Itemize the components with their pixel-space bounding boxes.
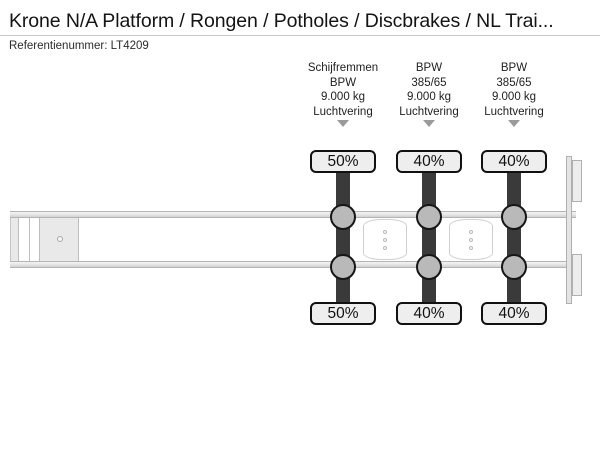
axle-bar-3 bbox=[507, 151, 521, 319]
axle-spec-1-line-4: Luchtvering bbox=[313, 105, 373, 118]
rear-underrun-bar bbox=[566, 156, 572, 304]
header-divider bbox=[0, 35, 600, 36]
hanger-hole-2-1 bbox=[469, 230, 473, 234]
axle-spec-1-line-3: 9.000 kg bbox=[320, 91, 366, 104]
axle-2 bbox=[416, 151, 442, 319]
axle-spec-3: BPW 385/65 9.000 kg Luchtvering bbox=[466, 61, 562, 128]
hanger-hole-1-2 bbox=[383, 238, 387, 242]
axle-pointer-down-icon-1 bbox=[337, 120, 349, 128]
axle-spec-2-line-3: 9.000 kg bbox=[406, 91, 452, 104]
axle-spec-2-line-1: BPW bbox=[415, 62, 443, 74]
brake-wear-badge-2-bottom: 40% bbox=[396, 302, 462, 325]
kingpin-hole-icon bbox=[57, 236, 63, 242]
wheel-2-top bbox=[416, 204, 442, 230]
wheel-1-top bbox=[330, 204, 356, 230]
chassis-rail-bottom bbox=[10, 261, 576, 268]
wheel-2-bottom bbox=[416, 254, 442, 280]
suspension-hanger-1 bbox=[363, 219, 407, 260]
wheel-1-bottom bbox=[330, 254, 356, 280]
hanger-hole-2-3 bbox=[469, 246, 473, 250]
brake-wear-badge-2-top: 40% bbox=[396, 150, 462, 173]
brake-wear-badge-3-bottom: 40% bbox=[481, 302, 547, 325]
axle-1 bbox=[330, 151, 356, 319]
chassis-side-view: 50% 40% 40% 50% 40% 40% bbox=[0, 56, 600, 450]
neck-front-edge bbox=[11, 218, 18, 261]
hanger-hole-1-3 bbox=[383, 246, 387, 250]
axle-spec-1-line-2: BPW bbox=[329, 76, 357, 89]
axle-spec-2: BPW 385/65 9.000 kg Luchtvering bbox=[381, 61, 477, 128]
axle-spec-1: Schijfremmen BPW 9.000 kg Luchtvering bbox=[295, 61, 391, 128]
axle-spec-3-line-4: Luchtvering bbox=[484, 105, 544, 118]
suspension-hanger-2 bbox=[449, 219, 493, 260]
axle-spec-1-line-1: Schijfremmen bbox=[307, 62, 379, 74]
header: Krone N/A Platform / Rongen / Potholes /… bbox=[0, 0, 600, 56]
wheel-3-top bbox=[501, 204, 527, 230]
page-title: Krone N/A Platform / Rongen / Potholes /… bbox=[9, 10, 554, 32]
rear-bumper-tab-bottom bbox=[572, 254, 582, 296]
axle-bar-1 bbox=[336, 151, 350, 319]
wheel-3-bottom bbox=[501, 254, 527, 280]
axle-spec-3-line-3: 9.000 kg bbox=[491, 91, 537, 104]
axle-spec-3-line-2: 385/65 bbox=[496, 76, 532, 89]
axle-pointer-down-icon-3 bbox=[508, 120, 520, 128]
rear-bumper-tab-top bbox=[572, 160, 582, 202]
hanger-body-2 bbox=[449, 219, 493, 260]
axle-3 bbox=[501, 151, 527, 319]
brake-wear-badge-1-bottom: 50% bbox=[310, 302, 376, 325]
chassis-rail-top bbox=[10, 211, 576, 218]
hanger-hole-2-2 bbox=[469, 238, 473, 242]
axle-spec-2-line-4: Luchtvering bbox=[399, 105, 459, 118]
brake-wear-badge-3-top: 40% bbox=[481, 150, 547, 173]
neck-divider-2 bbox=[29, 218, 30, 261]
front-neck-assembly bbox=[11, 218, 79, 261]
diagram-bottom-whitespace bbox=[0, 346, 600, 450]
axle-spec-2-line-2: 385/65 bbox=[411, 76, 447, 89]
axle-bar-2 bbox=[422, 151, 436, 319]
trailer-diagram: Schijfremmen BPW 9.000 kg Luchtvering BP… bbox=[0, 56, 600, 450]
hanger-hole-1-1 bbox=[383, 230, 387, 234]
reference-number: Referentienummer: LT4209 bbox=[9, 40, 149, 52]
brake-wear-badge-1-top: 50% bbox=[310, 150, 376, 173]
neck-divider-1 bbox=[18, 218, 19, 261]
axle-pointer-down-icon-2 bbox=[423, 120, 435, 128]
kingpin-plate bbox=[39, 218, 79, 261]
axle-spec-3-line-1: BPW bbox=[500, 62, 528, 74]
